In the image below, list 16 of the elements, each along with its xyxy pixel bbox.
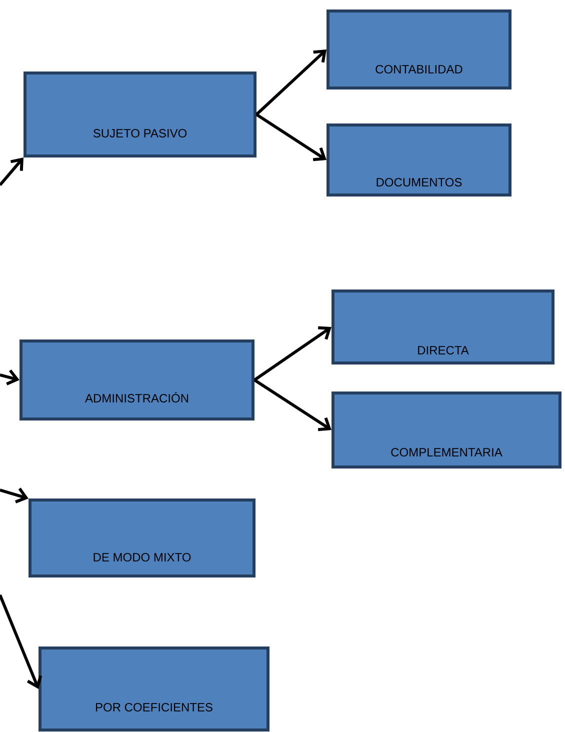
arrow bbox=[0, 594, 42, 689]
arrow bbox=[0, 158, 24, 186]
process-box: SUJETO PASIVO bbox=[24, 72, 256, 158]
arrow bbox=[254, 378, 332, 432]
arrow bbox=[255, 50, 326, 116]
arrow bbox=[0, 369, 20, 386]
arrow bbox=[0, 488, 28, 504]
process-box: ADMINISTRACIÓN bbox=[20, 340, 254, 420]
process-box: DE MODO MIXTO bbox=[28, 498, 256, 578]
process-box: DIRECTA bbox=[332, 290, 554, 364]
process-box: POR COEFICIENTES bbox=[38, 646, 270, 732]
process-box: CONTABILIDAD bbox=[326, 10, 512, 90]
arrow bbox=[256, 113, 326, 162]
process-box: DOCUMENTOS bbox=[326, 124, 512, 196]
process-box: COMPLEMENTARIA bbox=[332, 392, 562, 468]
arrow bbox=[254, 326, 332, 382]
